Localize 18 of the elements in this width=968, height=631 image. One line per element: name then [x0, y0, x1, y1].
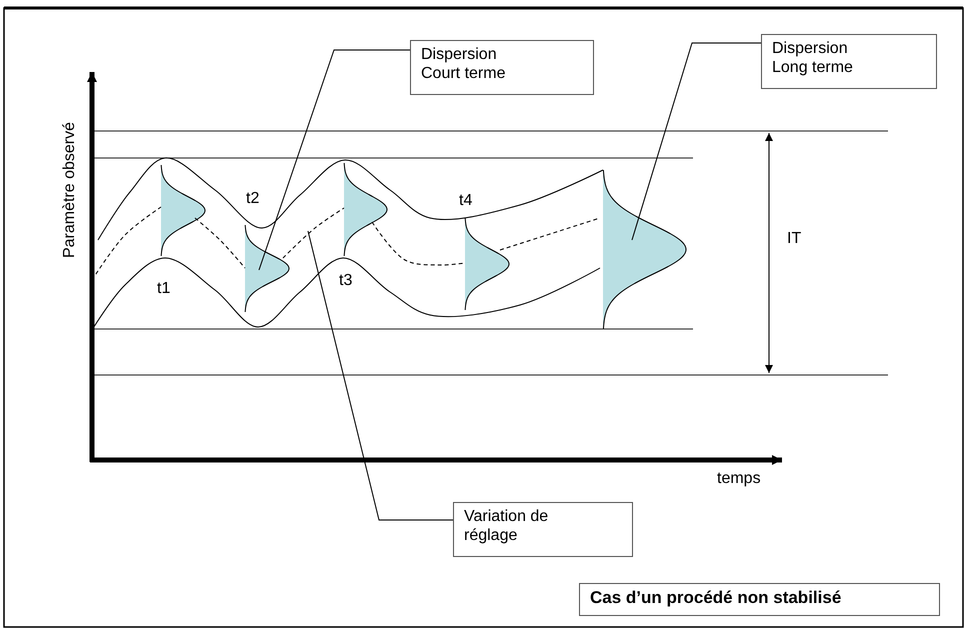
time-label: t2 — [246, 190, 260, 208]
callout-box — [579, 583, 940, 616]
leader-line — [308, 230, 454, 520]
callout-text: Dispersion Court terme — [421, 45, 506, 83]
tolerance-label: IT — [787, 230, 802, 248]
time-label: t3 — [339, 272, 352, 290]
caption-text: Cas d’un procédé non stabilisé — [590, 588, 842, 607]
axis-title: temps — [717, 470, 761, 488]
axis-title: Paramètre observé — [61, 122, 79, 258]
callout-text: Variation de réglage — [464, 507, 550, 545]
callout-box — [761, 34, 937, 89]
leader-line — [632, 42, 762, 240]
time-label: t4 — [459, 192, 472, 210]
callout-box — [453, 502, 633, 557]
callout-text: Dispersion Long terme — [772, 39, 854, 77]
callout-box — [410, 40, 594, 95]
time-label: t1 — [157, 280, 170, 298]
leader-line — [258, 50, 410, 270]
